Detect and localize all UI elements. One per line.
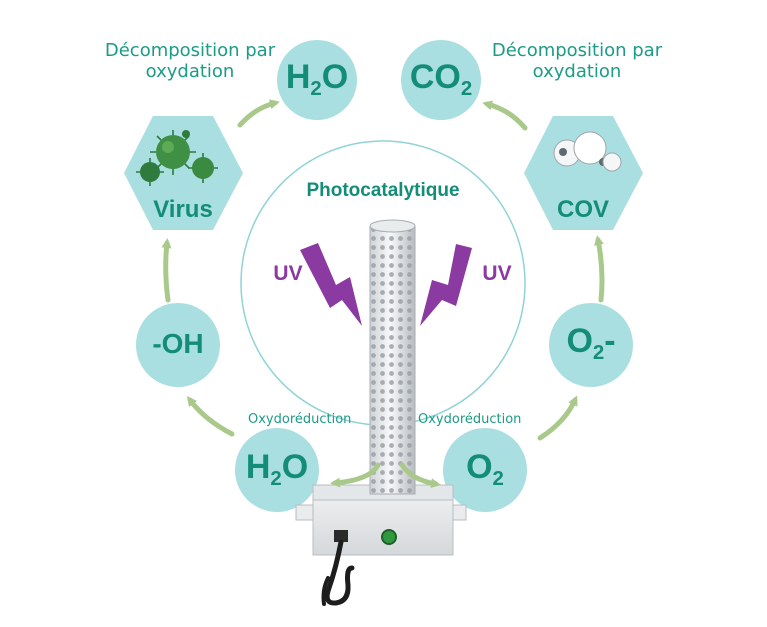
cycle-arrows [161, 99, 605, 441]
oxydoreduction-label-left: Oxydoréduction [248, 412, 352, 427]
uv-lightning-right-icon [420, 244, 472, 326]
node-cov [524, 116, 643, 230]
photocatalytique-title: Photocatalytique [306, 180, 460, 201]
arrow-cov-to-co2 [482, 100, 528, 131]
oxydoreduction-label-right: Oxydoréduction [418, 412, 522, 427]
arrow-o2minus-to-cov [594, 235, 605, 303]
node-h2o-bottom [235, 428, 319, 512]
node-oh [136, 303, 220, 387]
uv-label-right: UV [482, 262, 512, 285]
node-h2o-top [277, 40, 357, 120]
node-co2-top [401, 40, 481, 120]
decomposition-label-left: Décomposition par oxydation [104, 40, 276, 83]
o2-bottom-label: O2 [466, 448, 504, 491]
node-o2minus [549, 303, 633, 387]
power-button [381, 529, 397, 545]
h2o-bottom-label: H2O [245, 448, 309, 491]
power-cable [324, 539, 355, 606]
molecule-icon [553, 131, 622, 172]
virus-icon [136, 130, 218, 186]
node-virus [124, 116, 243, 230]
uv-label-left: UV [273, 262, 303, 285]
oh-label: -OH [152, 328, 204, 359]
arrow-virus-to-h2o [237, 99, 280, 128]
cov-label: COV [556, 196, 609, 223]
virus-label: Virus [153, 196, 213, 223]
co2-top-label: CO2 [409, 58, 473, 101]
uv-tube [369, 219, 416, 495]
h2o-top-label: H2O [285, 58, 349, 101]
node-o2-bottom [443, 428, 527, 512]
uv-lightning-left-icon [300, 243, 362, 326]
emission-arrows [330, 462, 441, 489]
arrow-oh-to-virus [161, 238, 172, 303]
decomposition-label-right: Décomposition par oxydation [491, 40, 663, 83]
arrow-h2o-bottom-to-oh [186, 396, 235, 437]
arrow-o2-to-o2minus [537, 395, 578, 441]
device-box [295, 484, 467, 606]
o2minus-label: O2- [566, 322, 616, 365]
